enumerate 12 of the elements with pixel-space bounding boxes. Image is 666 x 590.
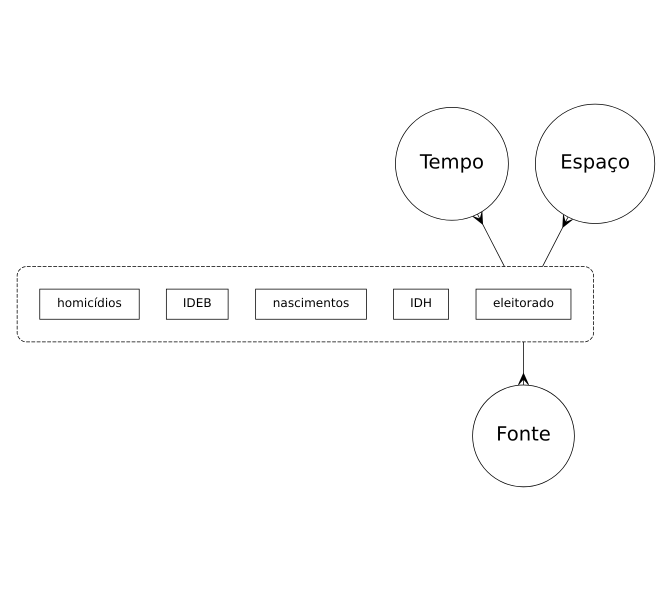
connector (542, 214, 573, 266)
node-circle: Tempo (395, 106, 509, 220)
node-circle: Fonte (472, 384, 575, 487)
node-box: homicídios (39, 288, 140, 320)
node-box: IDH (393, 288, 449, 320)
node-box: nascimentos (255, 288, 367, 320)
connector (518, 341, 529, 385)
node-circle: Espaço (535, 103, 656, 224)
node-box: eleitorado (476, 288, 572, 320)
node-box: IDEB (166, 288, 228, 320)
connector (472, 210, 505, 266)
cluster (16, 266, 594, 342)
